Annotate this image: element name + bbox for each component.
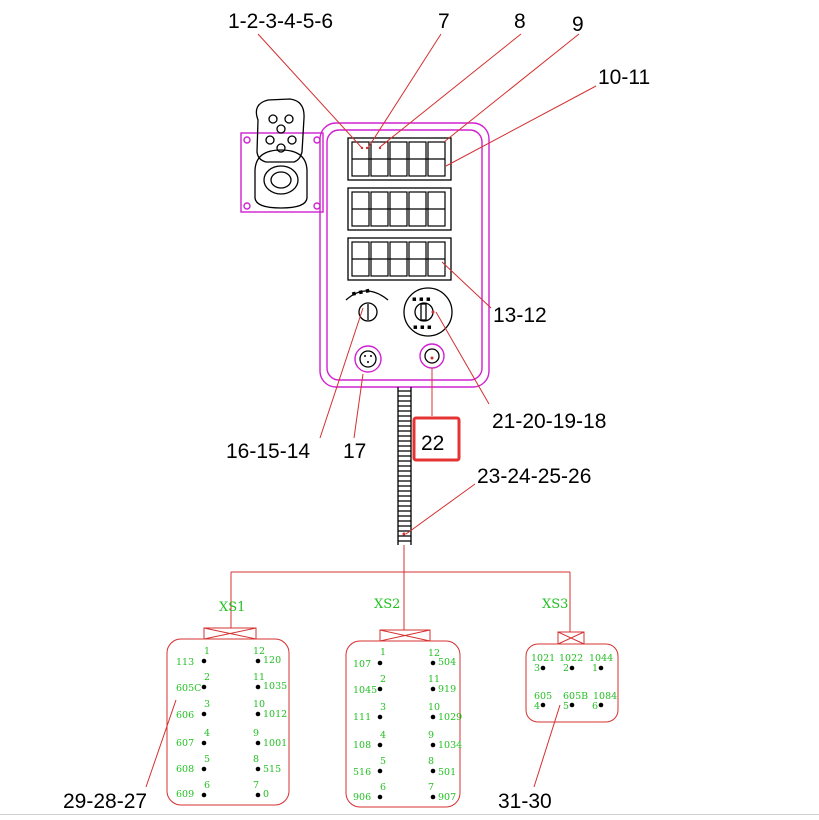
xs2-wire-r11: 919 — [438, 684, 456, 695]
callout-31-30: 31-30 — [498, 790, 552, 813]
cable — [230, 387, 571, 632]
xs2-wire-r12: 504 — [438, 657, 456, 668]
xs1-wire-r11: 1035 — [263, 681, 287, 692]
leader-lines — [145, 33, 597, 788]
xs2-wire-r8: 501 — [438, 767, 456, 778]
xs1-pin-l4: 4 — [204, 728, 210, 739]
xs1-pin-r9: 9 — [253, 728, 259, 739]
switch-row-3 — [347, 237, 452, 281]
svg-text:▪ ▪ ▪: ▪ ▪ ▪ — [351, 286, 371, 298]
xs2-pin-r8: 8 — [428, 756, 434, 767]
xs1-pin-r12: 12 — [253, 646, 265, 657]
connector-xs1: XS1 113 605C 606 607 608 609 1 2 3 4 5 6… — [166, 600, 290, 806]
xs2-pin-l3: 3 — [380, 702, 386, 713]
xs1-wire-l3: 606 — [176, 710, 194, 721]
callout-8: 8 — [514, 10, 526, 33]
emergency-stop: ▪ ▪ ▪ ▪ ▪ ▪ — [403, 287, 453, 337]
xs3-wire-t1: 1044 — [589, 653, 613, 664]
xs1-pin-r10: 10 — [253, 699, 265, 710]
xs2-wire-l4: 108 — [353, 740, 371, 751]
xs3-pin-6: 6 — [592, 701, 598, 712]
connector-xs2-label: XS2 — [374, 597, 400, 612]
xs1-wire-l5: 608 — [176, 764, 194, 775]
xs1-wire-l2: 605C — [176, 683, 201, 694]
connector-xs3: XS3 1021 1022 1044 3 2 1 605 605B 1084 4… — [525, 597, 619, 723]
xs2-wire-l2: 1045 — [353, 685, 377, 696]
xs2-pin-r11: 11 — [428, 674, 440, 685]
indicator-22 — [419, 343, 445, 369]
svg-text:▪ ▪ ▪: ▪ ▪ ▪ — [412, 295, 431, 303]
socket-17 — [354, 345, 382, 373]
xs1-wire-r10: 1012 — [263, 709, 287, 720]
switch-row-2 — [347, 187, 452, 231]
callout-labels: 1-2-3-4-5-6 7 8 9 10-11 13-12 21-20-19-1… — [63, 10, 650, 813]
key-switch: ▪ ▪ ▪ — [345, 286, 389, 322]
xs1-pin-r11: 11 — [253, 672, 265, 683]
callout-16-14: 16-15-14 — [226, 440, 310, 463]
xs3-pin-3: 3 — [534, 663, 540, 674]
xs2-wire-l5: 516 — [353, 767, 371, 778]
xs1-pin-l5: 5 — [204, 754, 210, 765]
connector-xs1-label: XS1 — [219, 600, 245, 615]
xs2-wire-l3: 111 — [353, 712, 371, 723]
page-bottom-rule — [0, 814, 819, 815]
callout-17: 17 — [343, 440, 366, 463]
callout-22: 22 — [421, 432, 444, 455]
xs2-pin-l1: 1 — [380, 647, 386, 658]
joystick — [240, 98, 324, 213]
xs2-wire-l1: 107 — [353, 659, 371, 670]
callout-21-18: 21-20-19-18 — [492, 410, 606, 433]
control-panel: ▪ ▪ ▪ ▪ ▪ ▪ ▪ ▪ ▪ — [319, 122, 490, 388]
xs3-wire-b5: 605B — [563, 691, 588, 702]
xs3-pin-5: 5 — [563, 701, 569, 712]
xs1-wire-r7: 0 — [263, 789, 269, 800]
xs1-wire-r9: 1001 — [263, 738, 287, 749]
xs2-pin-r7: 7 — [428, 782, 434, 793]
xs3-pin-1: 1 — [592, 663, 598, 674]
xs1-pin-r7: 7 — [253, 780, 259, 791]
xs1-pin-l1: 1 — [204, 646, 210, 657]
xs3-wire-b4: 605 — [534, 691, 552, 702]
connector-xs2: XS2 107 1045 111 108 516 906 1 2 3 4 5 6… — [345, 597, 462, 808]
xs2-pin-r10: 10 — [428, 702, 440, 713]
xs1-wire-r8: 515 — [263, 764, 281, 775]
xs1-wire-r12: 120 — [263, 655, 281, 666]
callout-10-11: 10-11 — [598, 66, 650, 89]
callout-13-12: 13-12 — [493, 304, 547, 327]
xs2-pin-l5: 5 — [380, 756, 386, 767]
svg-text:▪ ▪ ▪: ▪ ▪ ▪ — [413, 323, 432, 331]
highlight-box-22 — [412, 416, 461, 462]
xs2-pin-l2: 2 — [380, 674, 386, 685]
callout-23-26: 23-24-25-26 — [477, 465, 591, 488]
xs2-pin-l6: 6 — [380, 782, 386, 793]
xs2-pin-l4: 4 — [380, 730, 386, 741]
xs1-pin-l6: 6 — [204, 780, 210, 791]
xs3-wire-b6: 1084 — [593, 691, 617, 702]
xs1-pin-l2: 2 — [204, 672, 210, 683]
xs2-wire-r7: 907 — [438, 792, 456, 803]
xs3-wire-t3: 1021 — [531, 653, 555, 664]
xs1-wire-l4: 607 — [176, 738, 194, 749]
xs2-pin-r9: 9 — [428, 730, 434, 741]
callout-7: 7 — [438, 10, 450, 33]
xs1-wire-l6: 609 — [176, 789, 194, 800]
xs1-wire-l1: 113 — [176, 657, 194, 668]
switch-row-1 — [347, 137, 452, 181]
callout-1-6: 1-2-3-4-5-6 — [228, 10, 333, 33]
callout-9: 9 — [572, 13, 584, 36]
xs1-pin-l3: 3 — [204, 699, 210, 710]
xs2-pin-r12: 12 — [428, 648, 440, 659]
connector-xs3-label: XS3 — [542, 597, 568, 612]
xs1-pin-r8: 8 — [253, 754, 259, 765]
xs2-wire-l6: 906 — [353, 792, 371, 803]
xs3-pin-2: 2 — [563, 663, 569, 674]
xs3-wire-t2: 1022 — [559, 653, 583, 664]
xs3-pin-4: 4 — [534, 701, 540, 712]
xs2-wire-r9: 1034 — [438, 740, 462, 751]
callout-29-27: 29-28-27 — [63, 790, 147, 813]
xs2-wire-r10: 1029 — [438, 712, 462, 723]
